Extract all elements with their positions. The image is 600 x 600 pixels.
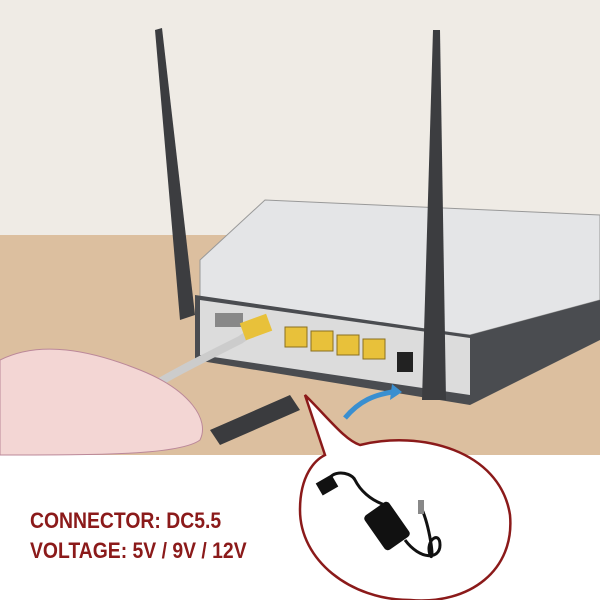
usb-port <box>215 313 243 327</box>
arrowhead-icon <box>390 384 402 400</box>
arrow-icon <box>343 389 393 420</box>
dc-plug <box>210 395 300 445</box>
antenna-left <box>155 28 195 320</box>
ethernet-ports <box>284 326 386 360</box>
usb-cable-product <box>315 471 442 559</box>
connector-spec: CONNECTOR: DC5.5 <box>30 508 222 533</box>
voltage-spec: VOLTAGE: 5V / 9V / 12V <box>30 538 247 563</box>
callout-bubble <box>298 394 512 600</box>
wall <box>0 0 600 240</box>
hand <box>0 348 203 456</box>
antenna-right <box>422 30 446 400</box>
dc-power-port <box>397 352 413 372</box>
ethernet-plug <box>239 313 273 341</box>
